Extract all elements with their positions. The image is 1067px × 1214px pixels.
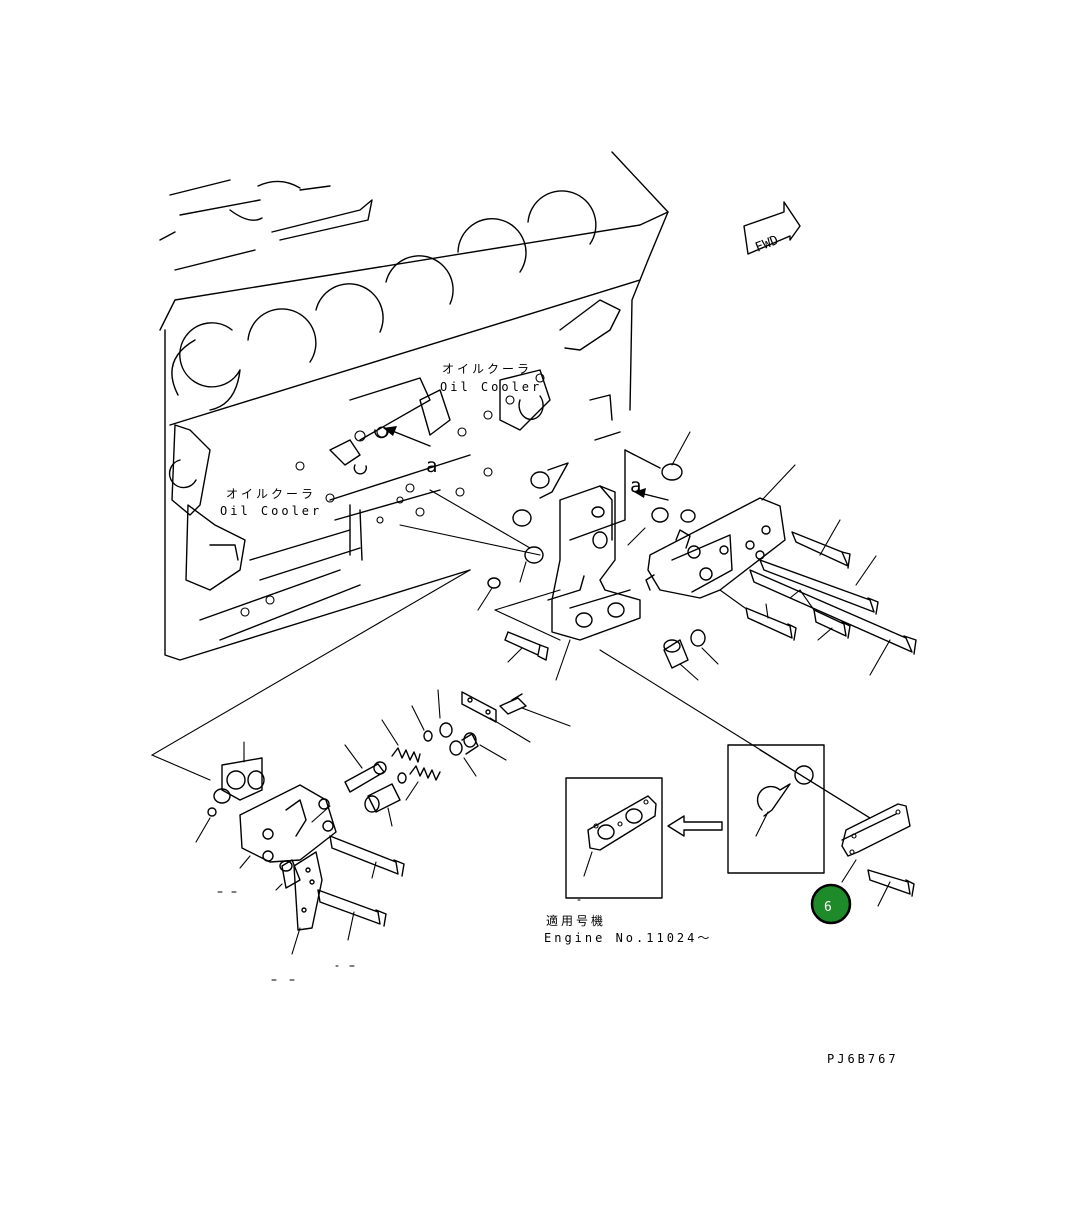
gasket-group: a	[477, 431, 696, 611]
detail-box-right	[727, 744, 825, 874]
bolts-right	[719, 519, 917, 676]
cylinder-bores	[171, 190, 597, 411]
callout-6-badge[interactable]	[810, 883, 852, 925]
callout-6-number[interactable]: 6	[824, 900, 832, 915]
fwd-label: FWD	[753, 233, 781, 256]
ref-a-label-assembly: a	[630, 475, 641, 497]
engine-number-label: Engine No.11024～	[544, 931, 712, 945]
oil-cooler-label-jp-lower: オイルクーラ	[226, 487, 316, 501]
oil-cooler-label-en-upper: Oil Cooler	[440, 380, 542, 394]
block-studs	[240, 373, 545, 617]
oil-cooler-label-jp-upper: オイルクーラ	[442, 362, 532, 376]
engine-block	[159, 151, 669, 661]
ref-a-label-block: a	[426, 455, 437, 477]
bolt-bracket	[504, 631, 549, 663]
detail-box-left	[565, 777, 663, 901]
oil-cooler-housing	[645, 464, 796, 599]
mounting-bracket	[494, 485, 641, 681]
plug-and-washer	[663, 629, 719, 681]
drawing-code: PJ6B767	[827, 1052, 899, 1066]
valve-assembly	[195, 689, 571, 981]
applicable-label-jp: 適用号機	[546, 913, 606, 928]
fwd-direction-icon: FWD	[743, 201, 801, 256]
callout-6[interactable]: 6	[810, 883, 852, 925]
cover-plate-part-6	[841, 803, 915, 907]
hollow-arrow-icon	[667, 815, 723, 837]
oil-cooler-label-en-lower: Oil Cooler	[220, 504, 322, 518]
